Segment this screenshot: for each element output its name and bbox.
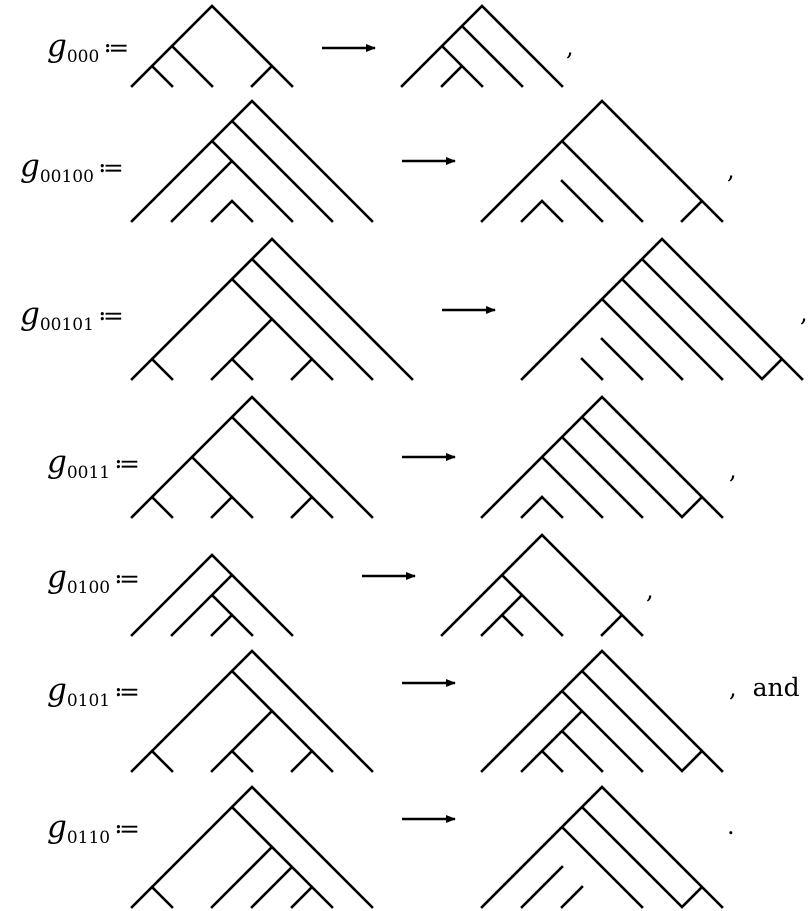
source-tree [130,553,294,637]
rule-label: g0110≔ [47,809,140,848]
rule-row-g000: g000≔ , [47,4,574,88]
rule-row-g0100: g0100≔ , [47,533,654,637]
rule-label: g00101≔ [20,296,124,335]
punctuation: ,and [729,673,800,702]
punctuation: . [727,812,735,840]
rule-row-g0110: g0110≔ . [47,785,735,909]
rule-label: g00100≔ [20,148,124,187]
source-tree [130,395,374,519]
target-tree [480,649,724,773]
target-tree [480,99,724,223]
punctuation: , [800,299,808,327]
punctuation: , [646,576,654,604]
rule-row-g00101: g00101≔ , [20,237,808,381]
target-tree [520,237,804,381]
source-tree [130,99,374,223]
rule-label: g0100≔ [47,559,140,598]
target-tree [400,4,564,88]
rule-row-g0011: g0011≔ , [47,395,737,519]
source-tree [130,649,374,773]
target-tree [480,395,724,519]
source-tree [130,785,374,909]
punctuation: , [566,33,574,61]
rule-label: g0011≔ [47,444,140,483]
punctuation: , [729,456,737,484]
target-tree [440,533,644,637]
source-tree [130,4,294,88]
rule-row-g0101: g0101≔ ,and [47,649,800,773]
rule-label: g000≔ [47,28,129,67]
punctuation: , [727,156,735,184]
source-tree [130,237,414,381]
rule-row-g00100: g00100≔ , [20,99,735,223]
rule-label: g0101≔ [47,672,140,711]
target-tree [480,785,724,909]
